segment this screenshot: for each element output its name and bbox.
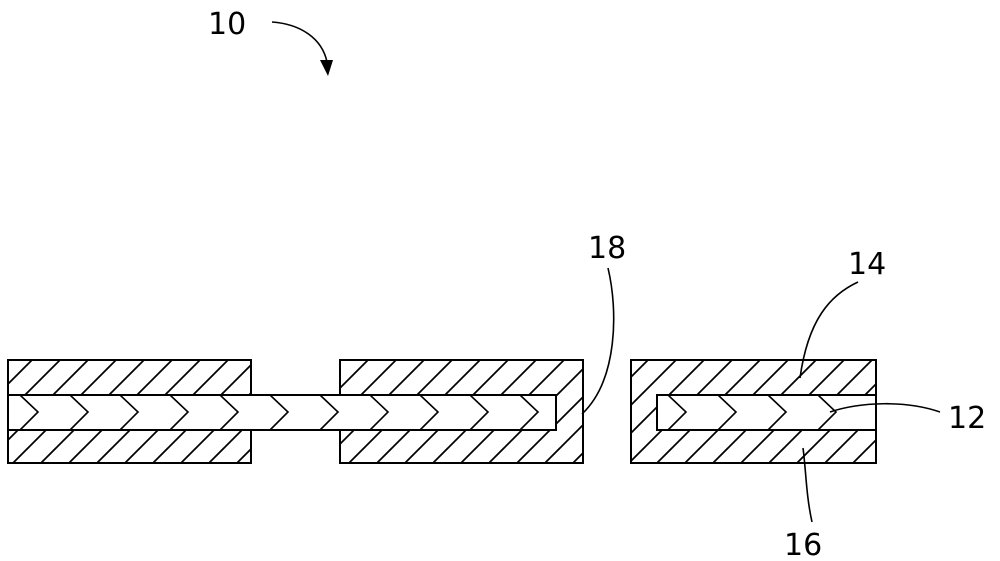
conductive-strip-long xyxy=(7,394,557,431)
label-12: 12 xyxy=(948,401,986,436)
leader-12 xyxy=(829,402,941,413)
assembly-arrow xyxy=(271,21,328,63)
label-16: 16 xyxy=(784,528,822,561)
leader-18 xyxy=(581,267,615,415)
right-segment xyxy=(630,359,877,464)
label-18: 18 xyxy=(588,231,626,266)
leader-16 xyxy=(802,447,813,523)
label-14: 14 xyxy=(848,247,886,282)
assembly-label: 10 xyxy=(208,7,246,42)
leader-14 xyxy=(799,281,859,379)
assembly-arrowhead xyxy=(320,60,333,76)
